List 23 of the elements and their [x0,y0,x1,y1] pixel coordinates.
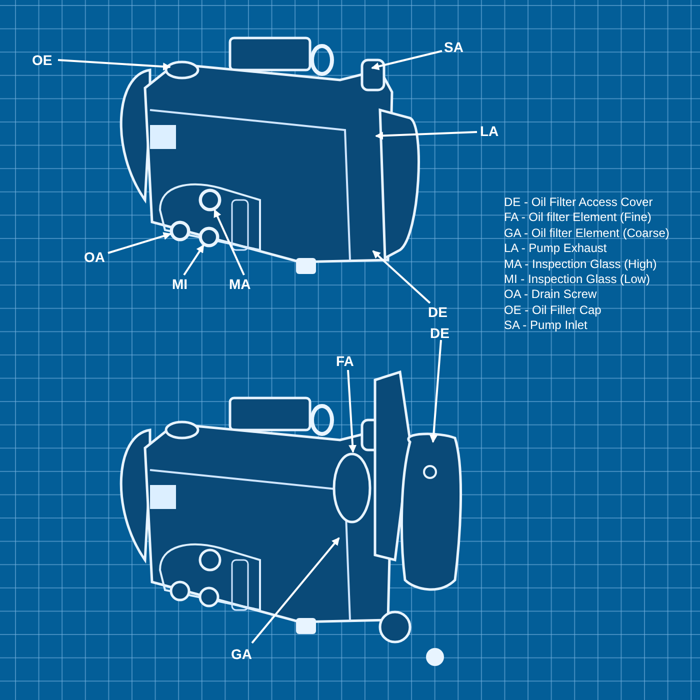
key-entry: SA - Pump Inlet [504,318,588,334]
callout-label: DE [430,325,450,341]
callout-label: MI [172,276,188,292]
key-entry: MI - Inspection Glass (Low) [504,272,652,288]
key-entry: OE - Oil Filler Cap [504,302,602,318]
leader-line [375,131,478,140]
leader-line [251,537,340,644]
callout-label: SA [444,39,464,55]
callout-label: FA [336,353,354,369]
leader-line [347,370,357,453]
key-entry: MA - Inspection Glass (High) [504,256,658,272]
callout-label: OE [32,52,52,68]
callout-label: LA [480,123,499,139]
callout-label: MA [229,276,251,292]
key-entry: DE - Oil Filter Access Cover [504,195,654,210]
leader-line [371,50,442,70]
key-entry: FA - Oil filter Element (Fine) [504,210,652,226]
key-entry: LA - Pump Exhaust [504,241,608,257]
callout-label: GA [231,646,252,662]
key-entry: OA - Drain Screw [504,287,598,303]
callout-label: DE [428,304,448,320]
callout-label: OA [84,249,105,265]
key-entry: GA - Oil filter Element (Coarse) [504,226,670,242]
